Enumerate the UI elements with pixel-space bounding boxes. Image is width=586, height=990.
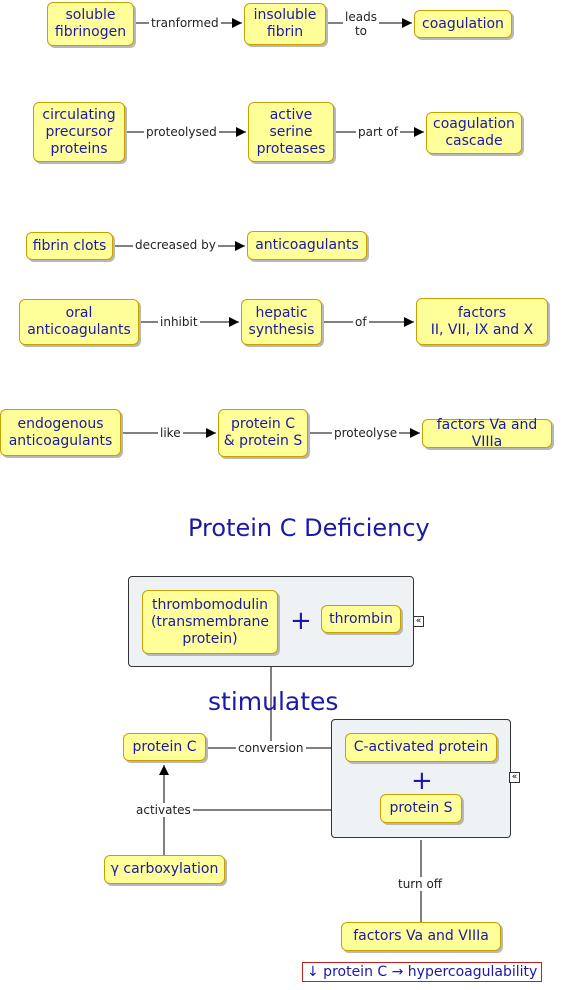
node-factors-ii-vii-ix-x[interactable]: factors II, VII, IX and X — [416, 298, 548, 345]
node-fibrin-clots[interactable]: fibrin clots — [26, 232, 113, 260]
node-protein-c-and-s[interactable]: protein C & protein S — [218, 409, 308, 457]
label-proteolyse: proteolyse — [332, 426, 400, 440]
node-gamma-carboxylation[interactable]: γ carboxylation — [104, 855, 225, 884]
label-leads-to: leads to — [343, 10, 379, 38]
node-soluble-fibrinogen[interactable]: soluble fibrinogen — [47, 2, 134, 46]
node-oral-anticoagulants[interactable]: oral anticoagulants — [19, 299, 139, 345]
node-thrombomodulin[interactable]: thrombomodulin (transmembrane protein) — [142, 590, 278, 654]
label-part-of: part of — [356, 125, 400, 139]
node-factors-va-viiia-bottom[interactable]: factors Va and VIIIa — [341, 922, 501, 951]
node-hepatic-synthesis[interactable]: hepatic synthesis — [241, 299, 322, 345]
label-stimulates: stimulates — [208, 687, 339, 716]
collapse-icon[interactable]: « — [509, 772, 520, 783]
node-protein-s[interactable]: protein S — [380, 794, 462, 823]
label-like: like — [158, 426, 183, 440]
plus-sign-2: + — [411, 766, 433, 796]
node-protein-c[interactable]: protein C — [123, 733, 206, 761]
node-active-serine-proteases[interactable]: active serine proteases — [248, 102, 334, 162]
node-circulating-precursor-proteins[interactable]: circulating precursor proteins — [33, 102, 125, 162]
label-tranformed: tranformed — [149, 16, 221, 30]
node-factors-va-viiia[interactable]: factors Va and VIIIa — [422, 417, 552, 450]
label-proteolysed: proteolysed — [144, 125, 219, 139]
collapse-icon[interactable]: « — [413, 616, 424, 627]
label-decreased-by: decreased by — [133, 238, 218, 252]
label-activates: activates — [134, 803, 193, 817]
node-coagulation-cascade[interactable]: coagulation cascade — [426, 112, 522, 154]
section-title: Protein C Deficiency — [188, 514, 430, 542]
node-c-activated-protein[interactable]: C-activated protein — [345, 733, 497, 762]
label-conversion: conversion — [236, 741, 306, 755]
node-insoluble-fibrin[interactable]: insoluble fibrin — [244, 3, 326, 45]
label-inhibit: inhibit — [158, 315, 200, 329]
plus-sign-1: + — [290, 606, 312, 636]
node-coagulation[interactable]: coagulation — [414, 10, 512, 38]
note-hypercoagulability: ↓ protein C → hypercoagulability — [302, 962, 543, 982]
node-endogenous-anticoagulants[interactable]: endogenous anticoagulants — [0, 409, 121, 456]
label-of: of — [353, 315, 369, 329]
node-anticoagulants[interactable]: anticoagulants — [247, 231, 367, 260]
node-thrombin[interactable]: thrombin — [321, 605, 401, 633]
label-turn-off: turn off — [396, 877, 445, 891]
